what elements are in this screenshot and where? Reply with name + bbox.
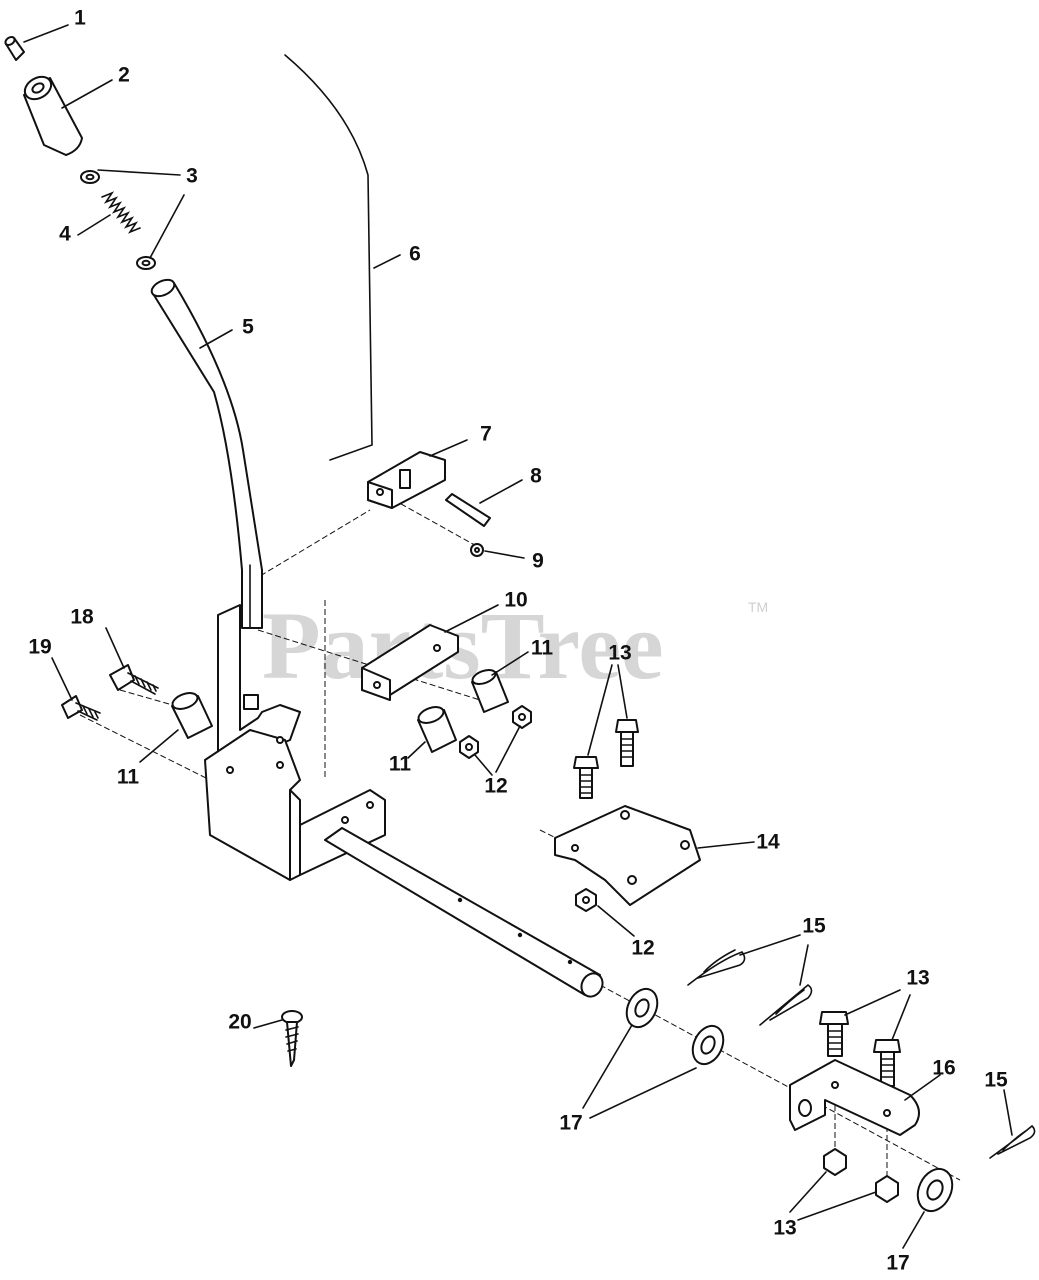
callout-8: 8	[530, 465, 542, 488]
callout-20: 20	[228, 1011, 251, 1034]
part-hairpin-clip-3	[989, 1124, 1036, 1159]
part-pin	[445, 493, 491, 527]
part-large-washer-1	[625, 987, 659, 1029]
callout-19: 19	[28, 636, 51, 659]
assembly-lines	[79, 494, 961, 1185]
callout-17-bottom: 17	[886, 1252, 909, 1275]
part-bolt-13-short	[573, 756, 599, 799]
callout-11-middle: 11	[389, 753, 412, 776]
part-nut-middle	[459, 735, 479, 759]
part-small-nut	[470, 543, 484, 557]
part-bolt-13-right-a	[819, 1011, 849, 1057]
callout-10: 10	[504, 589, 527, 612]
part-knob-cap	[4, 35, 25, 61]
callout-13-bottom: 13	[773, 1217, 796, 1240]
part-nut-right	[512, 705, 532, 729]
part-washer-bottom	[136, 256, 156, 270]
part-shaft	[324, 827, 604, 998]
part-bolt-13-right-b	[873, 1039, 901, 1087]
part-bolt-19	[61, 695, 101, 721]
part-washer-top	[80, 170, 100, 184]
part-large-washer-3	[916, 1167, 954, 1213]
part-bolt-13-tall	[615, 719, 639, 767]
callout-4: 4	[59, 223, 71, 246]
callout-13-upper: 13	[608, 642, 631, 665]
part-bolt-18	[109, 664, 159, 695]
callout-12-lower: 12	[631, 937, 654, 960]
part-nut-13-right	[875, 1175, 899, 1203]
part-grip	[23, 75, 83, 156]
callout-14: 14	[756, 831, 780, 854]
part-spring	[101, 191, 141, 234]
part-hairpin-clip-2	[759, 983, 813, 1026]
part-clamp-bracket	[554, 805, 701, 906]
part-screw	[281, 1010, 303, 1067]
part-large-washer-2	[691, 1024, 725, 1066]
callout-7: 7	[480, 423, 492, 446]
callout-13-right: 13	[906, 967, 929, 990]
part-control-rod	[284, 54, 373, 461]
part-spacer-left	[171, 692, 213, 739]
callout-1: 1	[74, 7, 86, 30]
part-main-bracket	[204, 604, 386, 881]
callout-3: 3	[186, 165, 198, 188]
watermark-text: PartsTree	[262, 592, 664, 699]
callout-16: 16	[932, 1057, 955, 1080]
callout-15-right: 15	[984, 1069, 1008, 1092]
callout-18: 18	[70, 606, 94, 629]
part-ferrule-block	[367, 451, 446, 509]
callout-5: 5	[242, 316, 254, 339]
callout-17-left: 17	[559, 1112, 582, 1135]
part-nut-lower	[575, 888, 597, 912]
part-nut-13-left	[823, 1148, 847, 1176]
callout-12-upper: 12	[484, 775, 507, 798]
part-angle-bracket	[789, 1059, 920, 1136]
callout-11-right: 11	[531, 637, 554, 660]
callout-2: 2	[118, 64, 130, 87]
part-hairpin-clip-1	[687, 949, 746, 986]
part-shift-lever	[150, 278, 263, 629]
callout-15-upper: 15	[802, 915, 826, 938]
callout-6: 6	[409, 243, 421, 266]
leader-lines	[23, 24, 1013, 1249]
callout-11-left: 11	[117, 766, 140, 789]
part-bracket-plate	[361, 624, 459, 701]
watermark-trademark: TM	[748, 599, 768, 615]
part-spacer-middle	[417, 706, 457, 753]
part-spacer-right	[471, 669, 509, 713]
callout-labels: 1 2 3 4 5 6 7 8 9 10 11 11 11 12 12 13 1…	[28, 7, 1008, 1275]
callout-9: 9	[532, 550, 544, 573]
